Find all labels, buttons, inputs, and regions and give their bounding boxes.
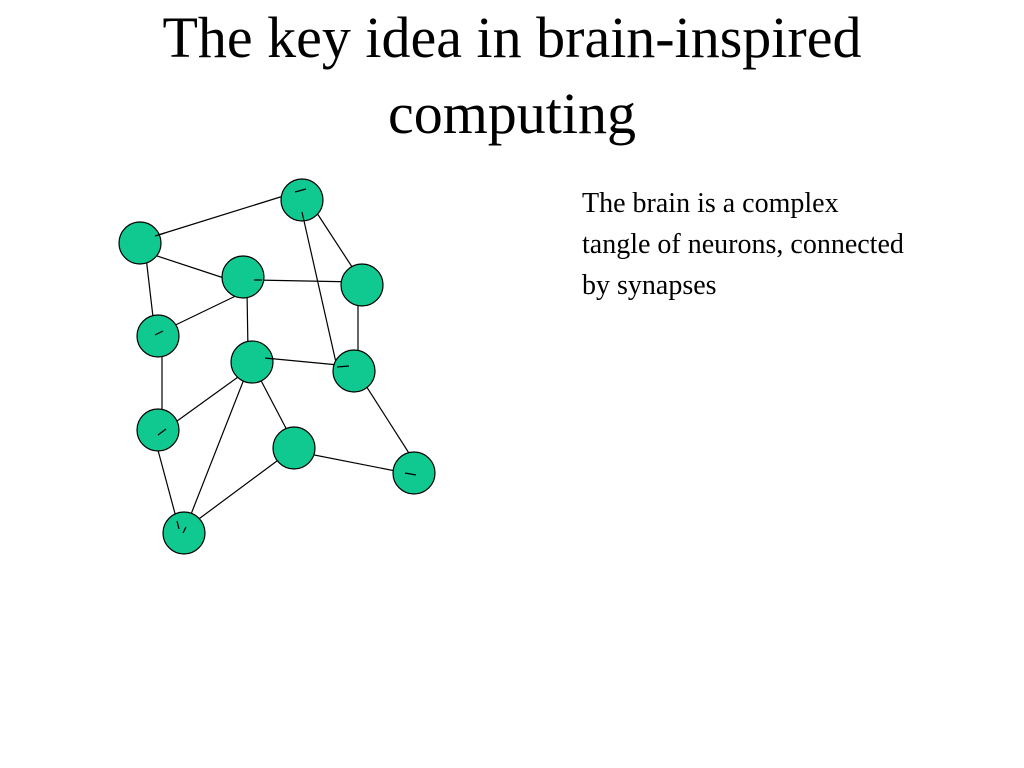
synapse-links (144, 188, 417, 528)
synapse-link (182, 526, 187, 534)
synapse-link (144, 251, 231, 281)
neuron (162, 511, 206, 555)
neuron (340, 263, 384, 307)
synapse-link (157, 428, 167, 436)
synapse-link (301, 211, 338, 368)
synapse-link (154, 232, 166, 237)
slide-title: The key idea in brain-inspired computing (162, 5, 862, 146)
neurons (118, 178, 436, 555)
slide-body-text: The brain is a complex tangle of neurons… (582, 188, 904, 301)
neuron (230, 340, 274, 384)
synapse-link (185, 368, 249, 528)
synapse-link (336, 365, 350, 368)
synapse-link (294, 188, 307, 193)
synapse-link (255, 370, 290, 435)
synapse-link (165, 371, 246, 430)
neuron (280, 178, 324, 222)
neuron (118, 221, 162, 265)
synapse-link (154, 330, 164, 336)
synapse-link (162, 290, 247, 332)
neuron (221, 255, 265, 299)
synapse-link (154, 438, 178, 522)
synapse-link (301, 211, 305, 222)
neuron (136, 314, 180, 358)
synapse-link (312, 206, 357, 274)
neuron (392, 451, 436, 495)
synapse-link (264, 357, 275, 360)
synapse-link (176, 520, 180, 530)
synapse-link (145, 256, 154, 318)
neuron (136, 408, 180, 452)
synapse-link (187, 457, 282, 528)
synapse-ends (154, 188, 417, 534)
synapse-link (404, 472, 417, 476)
neuron (272, 426, 316, 470)
neuron (332, 349, 376, 393)
synapse-link (360, 377, 415, 462)
